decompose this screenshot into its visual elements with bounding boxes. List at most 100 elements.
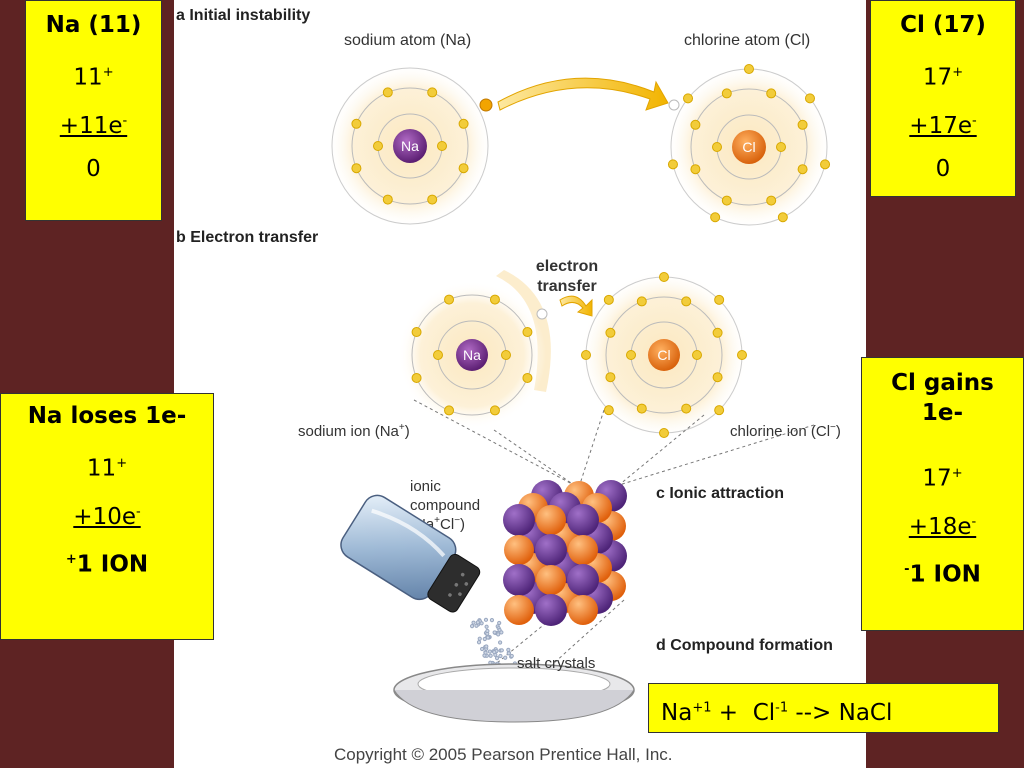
electron — [498, 653, 503, 659]
electron — [477, 636, 482, 641]
electron — [522, 372, 533, 383]
electron — [804, 93, 815, 104]
chlorine-ion-box-electrons: +18e- — [908, 513, 977, 540]
electron — [497, 620, 502, 626]
electron — [411, 372, 422, 383]
chlorine-ion-ball — [504, 535, 534, 565]
sodium-ion-box-electrons: +10e- — [73, 503, 141, 530]
chlorine-atom: Cl — [667, 64, 831, 229]
electron — [605, 372, 616, 383]
electron — [469, 623, 475, 629]
sodium-ion: Na — [398, 270, 551, 429]
chlorine-ion: Cl — [580, 271, 748, 439]
electron — [506, 651, 511, 656]
sodium-atom-label: sodium atom (Na) — [344, 32, 471, 49]
electron — [427, 87, 438, 98]
electron — [509, 653, 514, 659]
projection-lines — [413, 399, 815, 691]
copyright-text: Copyright © 2005 Pearson Prentice Hall, … — [334, 745, 673, 764]
electron — [498, 640, 503, 645]
sodium-ion-box-title: Na loses 1e- — [27, 403, 187, 429]
electron — [382, 87, 393, 98]
electron — [636, 296, 647, 307]
electron — [494, 655, 500, 661]
electron — [482, 653, 487, 658]
electron — [492, 630, 497, 635]
electron — [476, 640, 482, 645]
electron — [471, 620, 476, 625]
sodium-box-electrons: +11e- — [59, 112, 128, 139]
electron — [581, 350, 591, 360]
electron — [626, 350, 636, 360]
electron — [458, 118, 469, 129]
electron — [683, 93, 694, 104]
sodium-symbol: Na — [401, 138, 419, 154]
electron — [488, 653, 493, 658]
ionic-label-1: ionic — [410, 478, 441, 495]
sodium-ion-ball — [535, 594, 567, 626]
electron — [692, 350, 702, 360]
electron — [479, 646, 485, 652]
sodium-ion-box-protons: 11+ — [86, 455, 128, 482]
section-a-label: a Initial instability — [176, 7, 310, 24]
electron — [737, 350, 747, 360]
electron — [492, 650, 497, 655]
section-b-label: b Electron transfer — [176, 229, 318, 246]
chlorine-ion-ball — [568, 595, 598, 625]
section-d-label: d Compound formation — [656, 637, 833, 654]
electron — [766, 195, 777, 206]
sodium-ion-symbol: Na — [463, 347, 481, 363]
sodium-ion-ball — [535, 534, 567, 566]
salt-crystals-label: salt crystals — [517, 655, 595, 672]
electron — [483, 617, 489, 622]
electron — [712, 372, 723, 383]
electron — [797, 164, 808, 175]
electron — [712, 327, 723, 338]
electron — [522, 327, 533, 338]
electron — [714, 294, 725, 305]
sodium-atom: Na — [328, 64, 492, 228]
electron — [690, 119, 701, 130]
electron — [474, 623, 479, 628]
chlorine-ion-ball — [568, 535, 598, 565]
section-c-label: c Ionic attraction — [656, 485, 784, 502]
electron — [797, 119, 808, 130]
chlorine-ion-box: Cl gains 1e- 17+ +18e- -1 ION — [861, 357, 1024, 631]
electron — [710, 212, 721, 223]
chlorine-box-electrons: +17e- — [909, 112, 977, 139]
electron — [479, 621, 484, 626]
electron — [411, 327, 422, 338]
electron — [475, 620, 480, 625]
sodium-ion-ball — [567, 564, 599, 596]
sodium-ion-box: Na loses 1e- 11+ +10e- +1 ION — [0, 393, 214, 640]
sodium-box-charge: 0 — [86, 156, 101, 182]
electron — [605, 327, 616, 338]
ionic-bond-diagram: a Initial instability b Electron transfe… — [176, 7, 841, 764]
chlorine-ion-box-title-1: Cl gains — [891, 370, 994, 396]
electron — [484, 644, 489, 649]
chlorine-symbol: Cl — [742, 139, 755, 155]
electron — [667, 159, 678, 170]
electron — [721, 195, 732, 206]
sodium-ion-ball — [503, 504, 535, 536]
transfer-arrow-a — [479, 77, 680, 112]
chlorine-ion-ball — [536, 565, 566, 595]
chlorine-ion-symbol: Cl — [657, 347, 670, 363]
electron — [484, 624, 489, 629]
electron — [503, 655, 508, 660]
electron — [603, 405, 614, 416]
electron-transfer-label-1: electron — [536, 258, 598, 275]
electron — [766, 88, 777, 99]
electron — [444, 405, 455, 416]
chlorine-ion-box-protons: 17+ — [922, 465, 963, 492]
chlorine-atom-label: chlorine atom (Cl) — [684, 32, 810, 49]
electron — [501, 350, 511, 360]
electron — [499, 630, 504, 635]
electron — [506, 647, 511, 652]
electron — [489, 294, 500, 305]
chlorine-box-title: Cl (17) — [900, 12, 986, 38]
sodium-ion-label: sodium ion (Na+) — [298, 422, 410, 440]
electron — [382, 194, 393, 205]
electron — [776, 142, 786, 152]
electron — [458, 163, 469, 174]
